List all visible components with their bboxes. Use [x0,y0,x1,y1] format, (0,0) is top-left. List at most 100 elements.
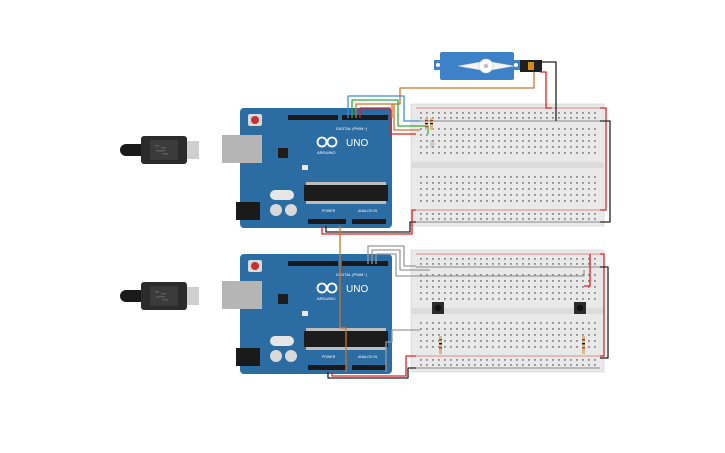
breadboard-hole[interactable] [552,334,554,336]
breadboard-hole[interactable] [450,218,452,220]
breadboard-hole[interactable] [432,274,434,276]
breadboard-hole[interactable] [438,188,440,190]
breadboard-hole[interactable] [576,117,578,119]
breadboard-top[interactable] [410,103,605,227]
led-resistor-top[interactable] [425,118,436,148]
breadboard-hole[interactable] [474,340,476,342]
breadboard-hole[interactable] [444,146,446,148]
breadboard-hole[interactable] [438,176,440,178]
breadboard-hole[interactable] [588,117,590,119]
breadboard-hole[interactable] [564,176,566,178]
breadboard-hole[interactable] [468,140,470,142]
breadboard-hole[interactable] [552,364,554,366]
breadboard-hole[interactable] [522,112,524,114]
breadboard-hole[interactable] [438,280,440,282]
breadboard-hole[interactable] [498,280,500,282]
breadboard-hole[interactable] [498,359,500,361]
breadboard-hole[interactable] [432,298,434,300]
breadboard-hole[interactable] [492,292,494,294]
breadboard-hole[interactable] [420,280,422,282]
breadboard-hole[interactable] [462,188,464,190]
breadboard-hole[interactable] [462,263,464,265]
breadboard-hole[interactable] [504,258,506,260]
breadboard-hole[interactable] [528,359,530,361]
breadboard-hole[interactable] [522,134,524,136]
breadboard-hole[interactable] [540,140,542,142]
breadboard-hole[interactable] [510,286,512,288]
breadboard-hole[interactable] [432,188,434,190]
breadboard-hole[interactable] [576,258,578,260]
breadboard-hole[interactable] [558,188,560,190]
breadboard-hole[interactable] [474,117,476,119]
power-header-bottom[interactable] [308,365,346,370]
breadboard-hole[interactable] [432,200,434,202]
breadboard-hole[interactable] [564,146,566,148]
breadboard-hole[interactable] [546,263,548,265]
breadboard-hole[interactable] [450,128,452,130]
pushbutton-left[interactable] [432,302,444,314]
breadboard-hole[interactable] [582,176,584,178]
breadboard-hole[interactable] [528,134,530,136]
breadboard-hole[interactable] [594,298,596,300]
breadboard-hole[interactable] [510,346,512,348]
breadboard-hole[interactable] [468,146,470,148]
breadboard-hole[interactable] [492,258,494,260]
breadboard-hole[interactable] [540,322,542,324]
breadboard-hole[interactable] [534,218,536,220]
breadboard-hole[interactable] [504,286,506,288]
breadboard-hole[interactable] [582,194,584,196]
breadboard-hole[interactable] [438,213,440,215]
breadboard-hole[interactable] [588,146,590,148]
breadboard-hole[interactable] [486,364,488,366]
breadboard-hole[interactable] [582,134,584,136]
breadboard-hole[interactable] [576,263,578,265]
breadboard-hole[interactable] [558,182,560,184]
breadboard-hole[interactable] [522,176,524,178]
breadboard-hole[interactable] [516,128,518,130]
breadboard-hole[interactable] [426,117,428,119]
breadboard-hole[interactable] [474,322,476,324]
breadboard-hole[interactable] [438,146,440,148]
breadboard-hole[interactable] [516,188,518,190]
breadboard-hole[interactable] [588,286,590,288]
breadboard-hole[interactable] [588,263,590,265]
breadboard-hole[interactable] [492,286,494,288]
breadboard-hole[interactable] [522,334,524,336]
breadboard-hole[interactable] [552,182,554,184]
breadboard-hole[interactable] [504,140,506,142]
breadboard-hole[interactable] [474,194,476,196]
breadboard-hole[interactable] [570,188,572,190]
breadboard-hole[interactable] [594,340,596,342]
breadboard-hole[interactable] [492,322,494,324]
breadboard-hole[interactable] [510,188,512,190]
breadboard-hole[interactable] [432,263,434,265]
breadboard-hole[interactable] [492,340,494,342]
breadboard-hole[interactable] [420,328,422,330]
breadboard-hole[interactable] [462,292,464,294]
breadboard-hole[interactable] [582,328,584,330]
breadboard-hole[interactable] [540,218,542,220]
breadboard-hole[interactable] [510,194,512,196]
breadboard-hole[interactable] [582,322,584,324]
breadboard-hole[interactable] [528,112,530,114]
breadboard-hole[interactable] [486,112,488,114]
breadboard-hole[interactable] [576,146,578,148]
breadboard-hole[interactable] [468,328,470,330]
breadboard-hole[interactable] [480,146,482,148]
breadboard-hole[interactable] [540,280,542,282]
breadboard-hole[interactable] [432,364,434,366]
breadboard-hole[interactable] [504,218,506,220]
breadboard-hole[interactable] [582,200,584,202]
breadboard-hole[interactable] [576,334,578,336]
breadboard-hole[interactable] [450,194,452,196]
breadboard-hole[interactable] [588,328,590,330]
breadboard-hole[interactable] [456,340,458,342]
breadboard-hole[interactable] [426,176,428,178]
breadboard-hole[interactable] [516,112,518,114]
breadboard-hole[interactable] [456,140,458,142]
breadboard-hole[interactable] [450,322,452,324]
breadboard-hole[interactable] [480,286,482,288]
breadboard-hole[interactable] [594,176,596,178]
breadboard-hole[interactable] [474,134,476,136]
breadboard-hole[interactable] [564,292,566,294]
